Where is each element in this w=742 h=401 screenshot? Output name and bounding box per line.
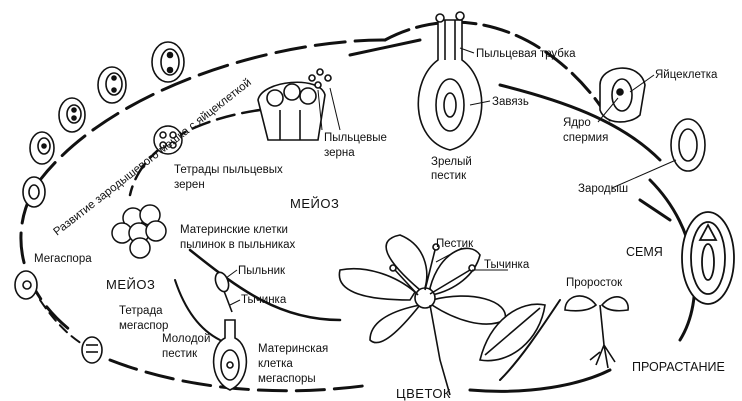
label-megaspore-mother-1: Материнская xyxy=(258,343,328,355)
label-flower: ЦВЕТОК xyxy=(396,386,451,401)
label-anther: Пыльник xyxy=(238,265,286,277)
label-pollen-tube: Пыльцевая трубка xyxy=(476,48,576,60)
label-megaspore: Мегаспора xyxy=(34,253,92,265)
bottom-right-cycle-arrow xyxy=(470,370,610,391)
embryo-sac-stage-2-icon xyxy=(30,132,54,164)
anther-cluster-icon xyxy=(258,69,331,140)
label-megaspore-tetrad-1: Тетрада xyxy=(119,305,163,317)
label-pollen-grains-2: зерна xyxy=(324,147,355,159)
egg-cell-icon xyxy=(600,68,645,122)
label-tetrads-1: Тетрады пыльцевых xyxy=(174,164,283,176)
label-megaspore-mother-3: мегаспоры xyxy=(258,373,316,385)
label-ovary: Завязь xyxy=(492,96,529,108)
megaspore-tetrad-icon xyxy=(82,337,102,363)
label-pollen-grains-1: Пыльцевые xyxy=(324,132,387,144)
seed-arrow xyxy=(640,200,670,220)
label-young-pistil-1: Молодой xyxy=(162,333,210,345)
pollen-to-pistil-arrow xyxy=(350,40,420,55)
embryo-sac-stage-4-icon xyxy=(98,67,126,103)
label-mother-cells-2: пылинок в пыльниках xyxy=(180,239,296,251)
label-mature-pistil-2: пестик xyxy=(431,170,467,182)
label-stamen-small: Тычинка xyxy=(241,294,287,306)
label-pistil: Пестик xyxy=(436,238,474,250)
label-seed: СЕМЯ xyxy=(626,245,663,259)
label-megaspore-tetrad-2: мегаспор xyxy=(119,320,168,332)
label-megaspore-mother-2: клетка xyxy=(258,358,293,370)
label-sperm-nucleus-1: Ядро xyxy=(563,117,591,129)
young-pistil-icon xyxy=(214,320,247,390)
pollen-mother-cells-icon xyxy=(112,205,166,258)
embryo-icon xyxy=(671,119,705,171)
label-embryo: Зародыш xyxy=(578,183,628,195)
label-sperm-nucleus-2: спермия xyxy=(563,132,608,144)
embryo-sac-stage-5-icon xyxy=(152,42,184,82)
label-egg-cell: Яйцеклетка xyxy=(655,69,718,81)
young-pistil-arrow xyxy=(175,280,220,340)
label-meiosis-left: МЕЙОЗ xyxy=(106,277,155,292)
embryo-sac-stages xyxy=(23,42,184,207)
label-mature-pistil-1: Зрелый xyxy=(431,156,472,168)
label-germination: ПРОРАСТАНИЕ xyxy=(632,360,725,374)
embryo-sac-stage-1-icon xyxy=(23,177,45,207)
label-stamen: Тычинка xyxy=(484,259,530,271)
megaspore-icon xyxy=(15,271,37,299)
embryo-sac-stage-3-icon xyxy=(59,98,85,132)
label-seedling: Проросток xyxy=(566,277,623,289)
label-mother-cells-1: Материнские клетки xyxy=(180,224,288,236)
inner-bottom-arrow xyxy=(190,250,340,320)
mature-pistil-icon xyxy=(418,12,481,150)
label-tetrads-2: зерен xyxy=(174,179,205,191)
seed-icon xyxy=(682,212,734,304)
flower-icon xyxy=(339,235,505,395)
label-meiosis-top: МЕЙОЗ xyxy=(290,196,339,211)
seedling-icon xyxy=(565,296,628,368)
small-anther-icon xyxy=(213,271,232,312)
label-young-pistil-2: пестик xyxy=(162,348,198,360)
